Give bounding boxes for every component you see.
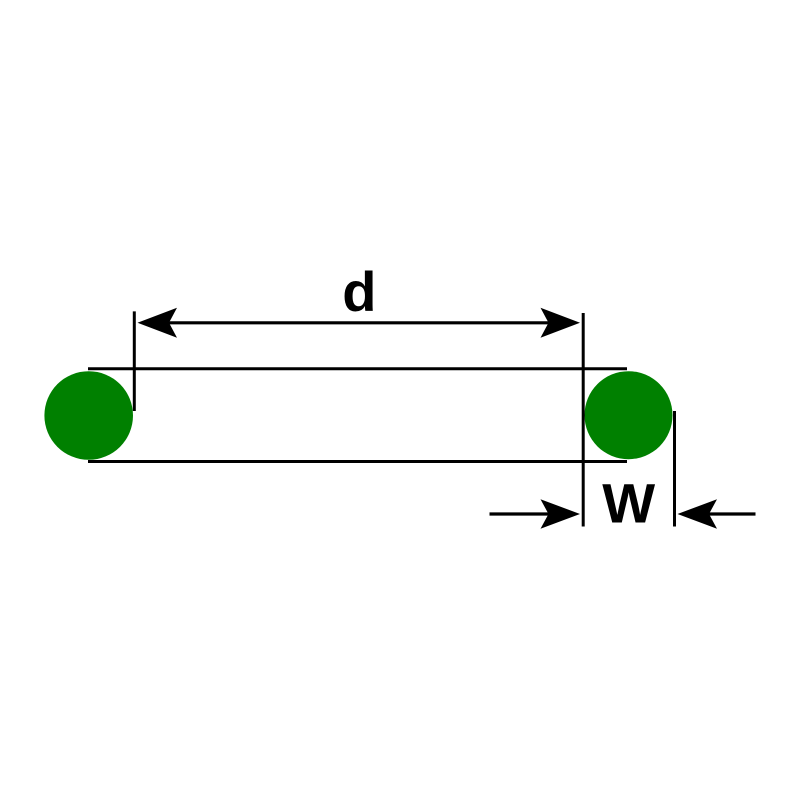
- svg-text:d: d: [342, 260, 376, 323]
- svg-text:W: W: [602, 472, 655, 535]
